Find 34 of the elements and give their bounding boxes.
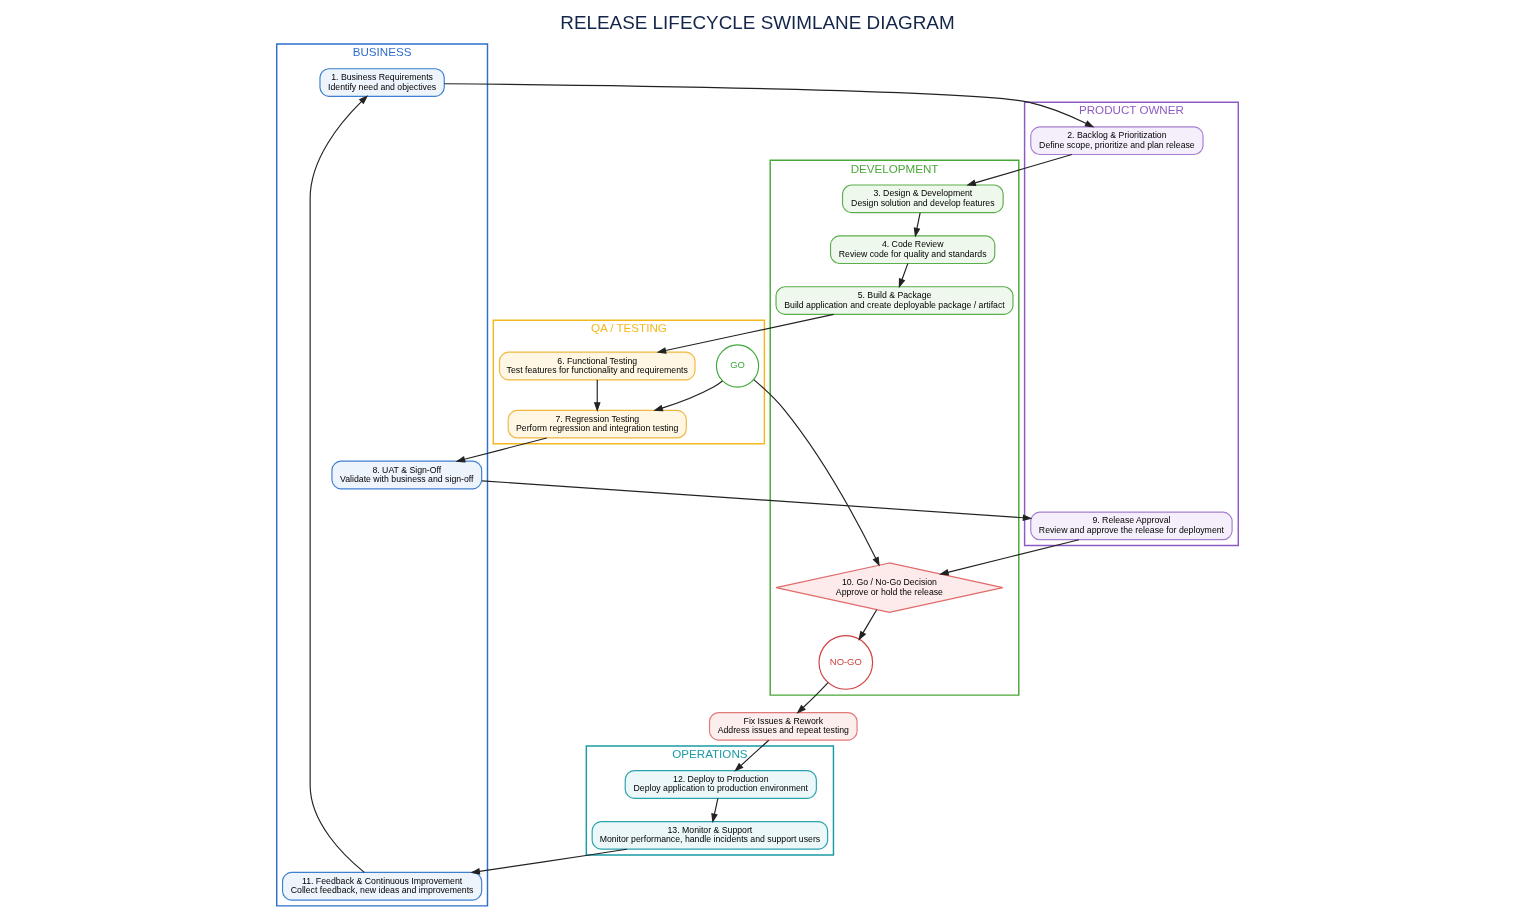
- arrow: [593, 379, 601, 412]
- node-diamond: 10. Go / No-Go Decision Approve or hold the release: [775, 562, 1004, 613]
- node-box: 12. Deploy to Production Deploy application to production environment: [624, 770, 817, 799]
- node-box: Fix Issues & Rework Address issues and repeat testing: [708, 711, 858, 741]
- node-box: 4. Code Review Review code for quality and standards: [829, 235, 996, 265]
- arrow: [734, 739, 770, 772]
- node-box: 7. Regression Testing Perform regression and integration testing: [507, 409, 687, 439]
- arrow: [443, 83, 1095, 128]
- arrow: [913, 212, 921, 238]
- arrow: [711, 797, 719, 824]
- node-box: 3. Design & Development Design solution and develop features: [841, 184, 1004, 214]
- arrow: [898, 263, 909, 289]
- node-box: 2. Backlog & Prioritization Define scope, prioritize and plan release: [1030, 126, 1204, 156]
- arrow: [653, 380, 724, 412]
- node-circle: GO: [715, 344, 760, 388]
- arrow: [966, 153, 1073, 186]
- node-box: 5. Build & Package Build application and create deployable package / artifact: [775, 286, 1014, 315]
- arrow: [309, 95, 369, 873]
- arrow: [470, 848, 628, 875]
- node-box: 8. UAT & Sign-Off Validate with business and sign-off: [331, 460, 483, 490]
- arrow: [656, 313, 835, 354]
- diagram-title: RELEASE LIFECYCLE SWIMLANE DIAGRAM: [560, 12, 955, 34]
- arrow: [858, 609, 878, 641]
- node-box: 6. Functional Testing Test features for functionality and requirements: [498, 351, 696, 381]
- node-box: 13. Monitor & Support Monitor performance, handle incidents and support users: [591, 821, 829, 850]
- arrow: [796, 682, 829, 714]
- node-circle: NO-GO: [818, 635, 874, 690]
- arrow: [753, 379, 880, 567]
- arrow: [481, 480, 1033, 522]
- node-box: 11. Feedback & Continuous Improvement Collect feedback, new ideas and improvements: [281, 871, 483, 901]
- node-box: 9. Release Approval Review and approve the release for deployment: [1030, 511, 1233, 541]
- node-box: 1. Business Requirements Identify need and objectives: [319, 68, 445, 97]
- arrow: [939, 539, 1080, 576]
- arrow: [455, 437, 548, 463]
